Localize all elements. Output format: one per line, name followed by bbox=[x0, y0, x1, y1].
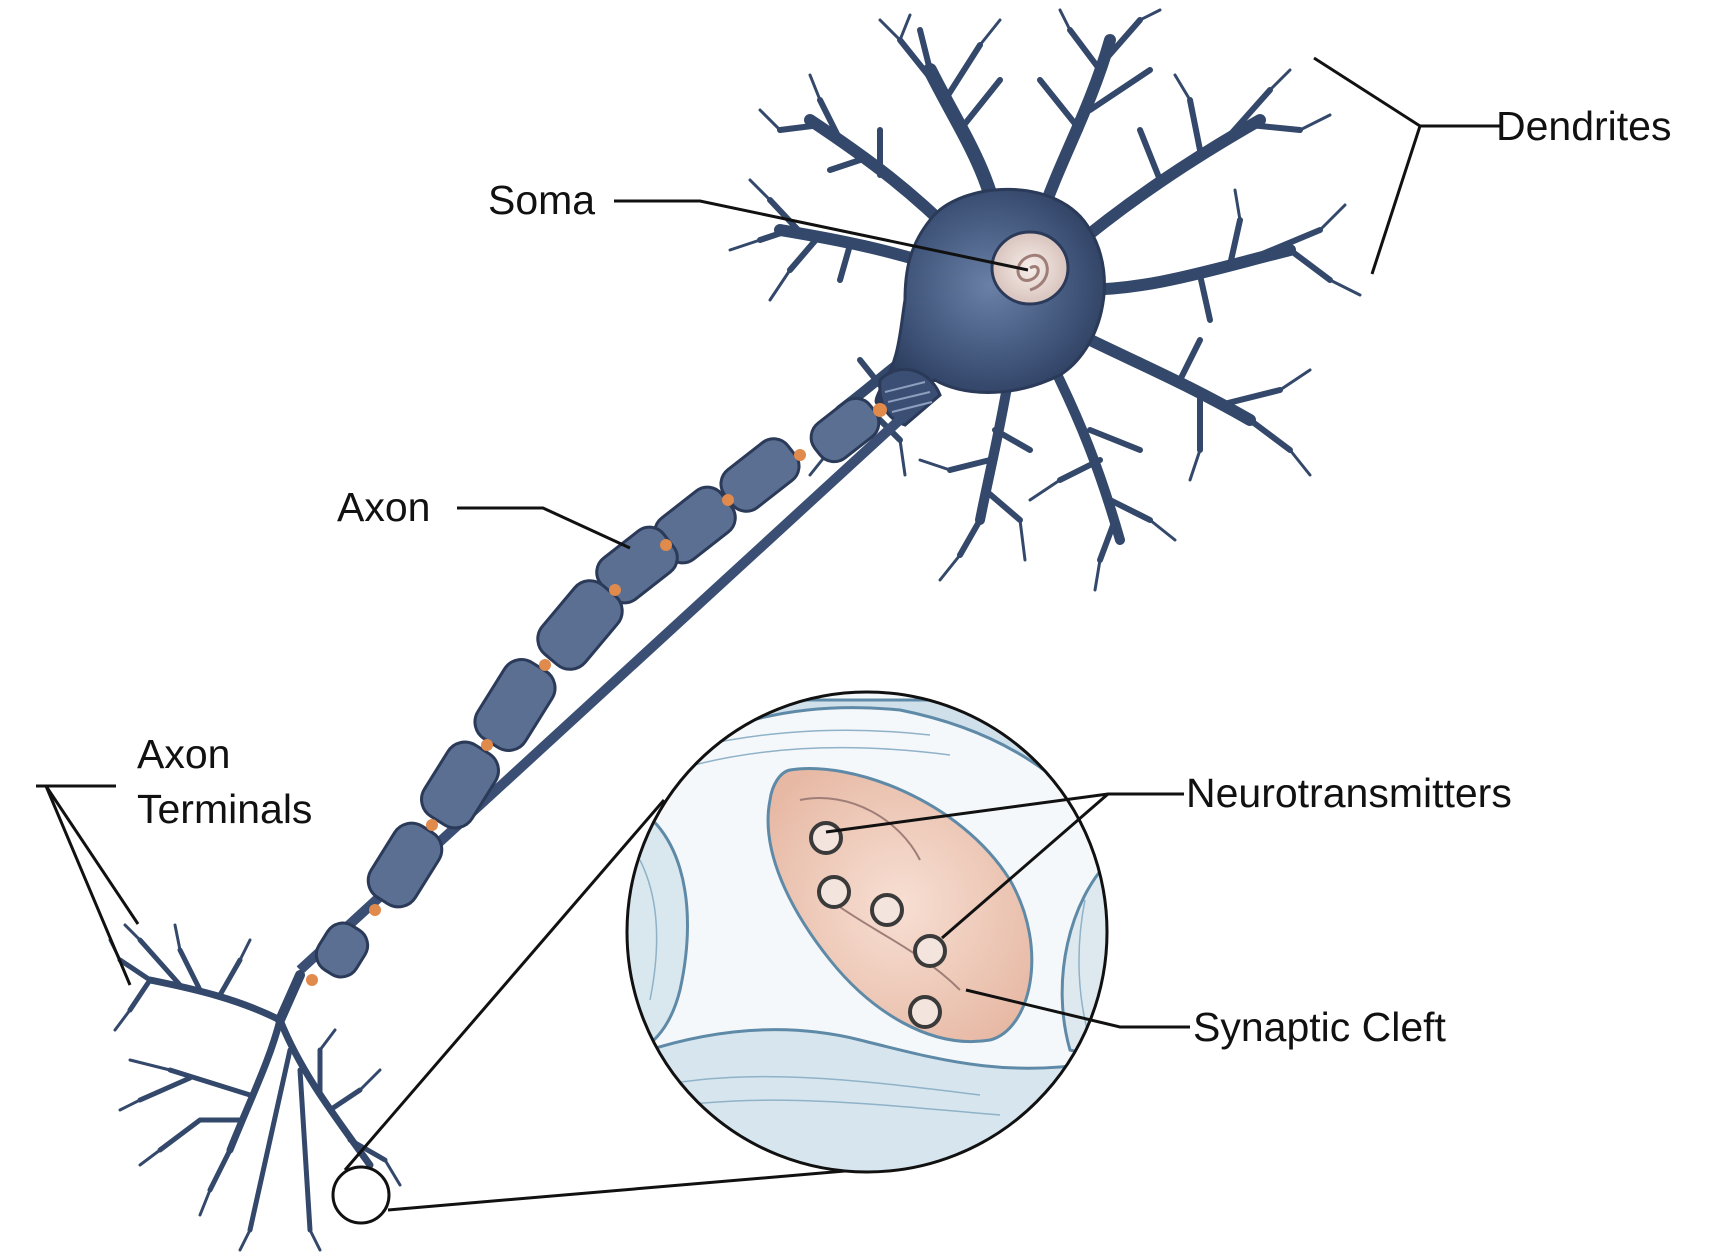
zoom-source-circle bbox=[331, 1165, 391, 1225]
vesicle-5 bbox=[908, 995, 942, 1029]
zoom-connector-lower bbox=[387, 1166, 881, 1212]
zoom-connector-upper bbox=[343, 799, 666, 1171]
myelin-sheath-7 bbox=[420, 740, 500, 830]
vesicle-3 bbox=[870, 893, 904, 927]
label-axon: Axon bbox=[337, 484, 430, 530]
dendrites-leader bbox=[1313, 56, 1422, 275]
zoom-circle-border bbox=[625, 690, 1109, 1174]
myelin-sheath-8 bbox=[366, 821, 444, 909]
axon bbox=[296, 396, 909, 986]
soma-cell-body bbox=[874, 187, 1106, 427]
leader-lines bbox=[36, 56, 1500, 1029]
vesicle-2 bbox=[817, 875, 851, 909]
label-soma: Soma bbox=[488, 177, 595, 223]
label-axon-terminals-line2: Terminals bbox=[137, 786, 312, 832]
vesicle-1 bbox=[809, 821, 843, 855]
myelin-sheath-5 bbox=[536, 579, 624, 671]
synapse-zoom-inset bbox=[331, 690, 1109, 1225]
nodes-of-ranvier bbox=[306, 403, 887, 986]
dendrites-tree bbox=[728, 8, 1362, 592]
soma-leader bbox=[614, 199, 1029, 272]
axon-leader bbox=[457, 506, 631, 550]
myelin-sheath-1 bbox=[809, 396, 881, 464]
label-axon-terminals-line1: Axon bbox=[137, 731, 230, 777]
vesicle-4 bbox=[913, 934, 947, 968]
axon-terminals-tree bbox=[108, 923, 402, 1252]
label-synaptic-cleft: Synaptic Cleft bbox=[1193, 1004, 1447, 1050]
label-dendrites: Dendrites bbox=[1496, 103, 1671, 149]
myelin-sheath-9 bbox=[314, 921, 370, 979]
labels: Soma Dendrites Axon Axon Terminals Neuro… bbox=[137, 103, 1671, 1050]
nucleus bbox=[990, 230, 1070, 306]
synaptic-cleft-leader bbox=[965, 988, 1190, 1029]
label-neurotransmitters: Neurotransmitters bbox=[1186, 770, 1512, 816]
